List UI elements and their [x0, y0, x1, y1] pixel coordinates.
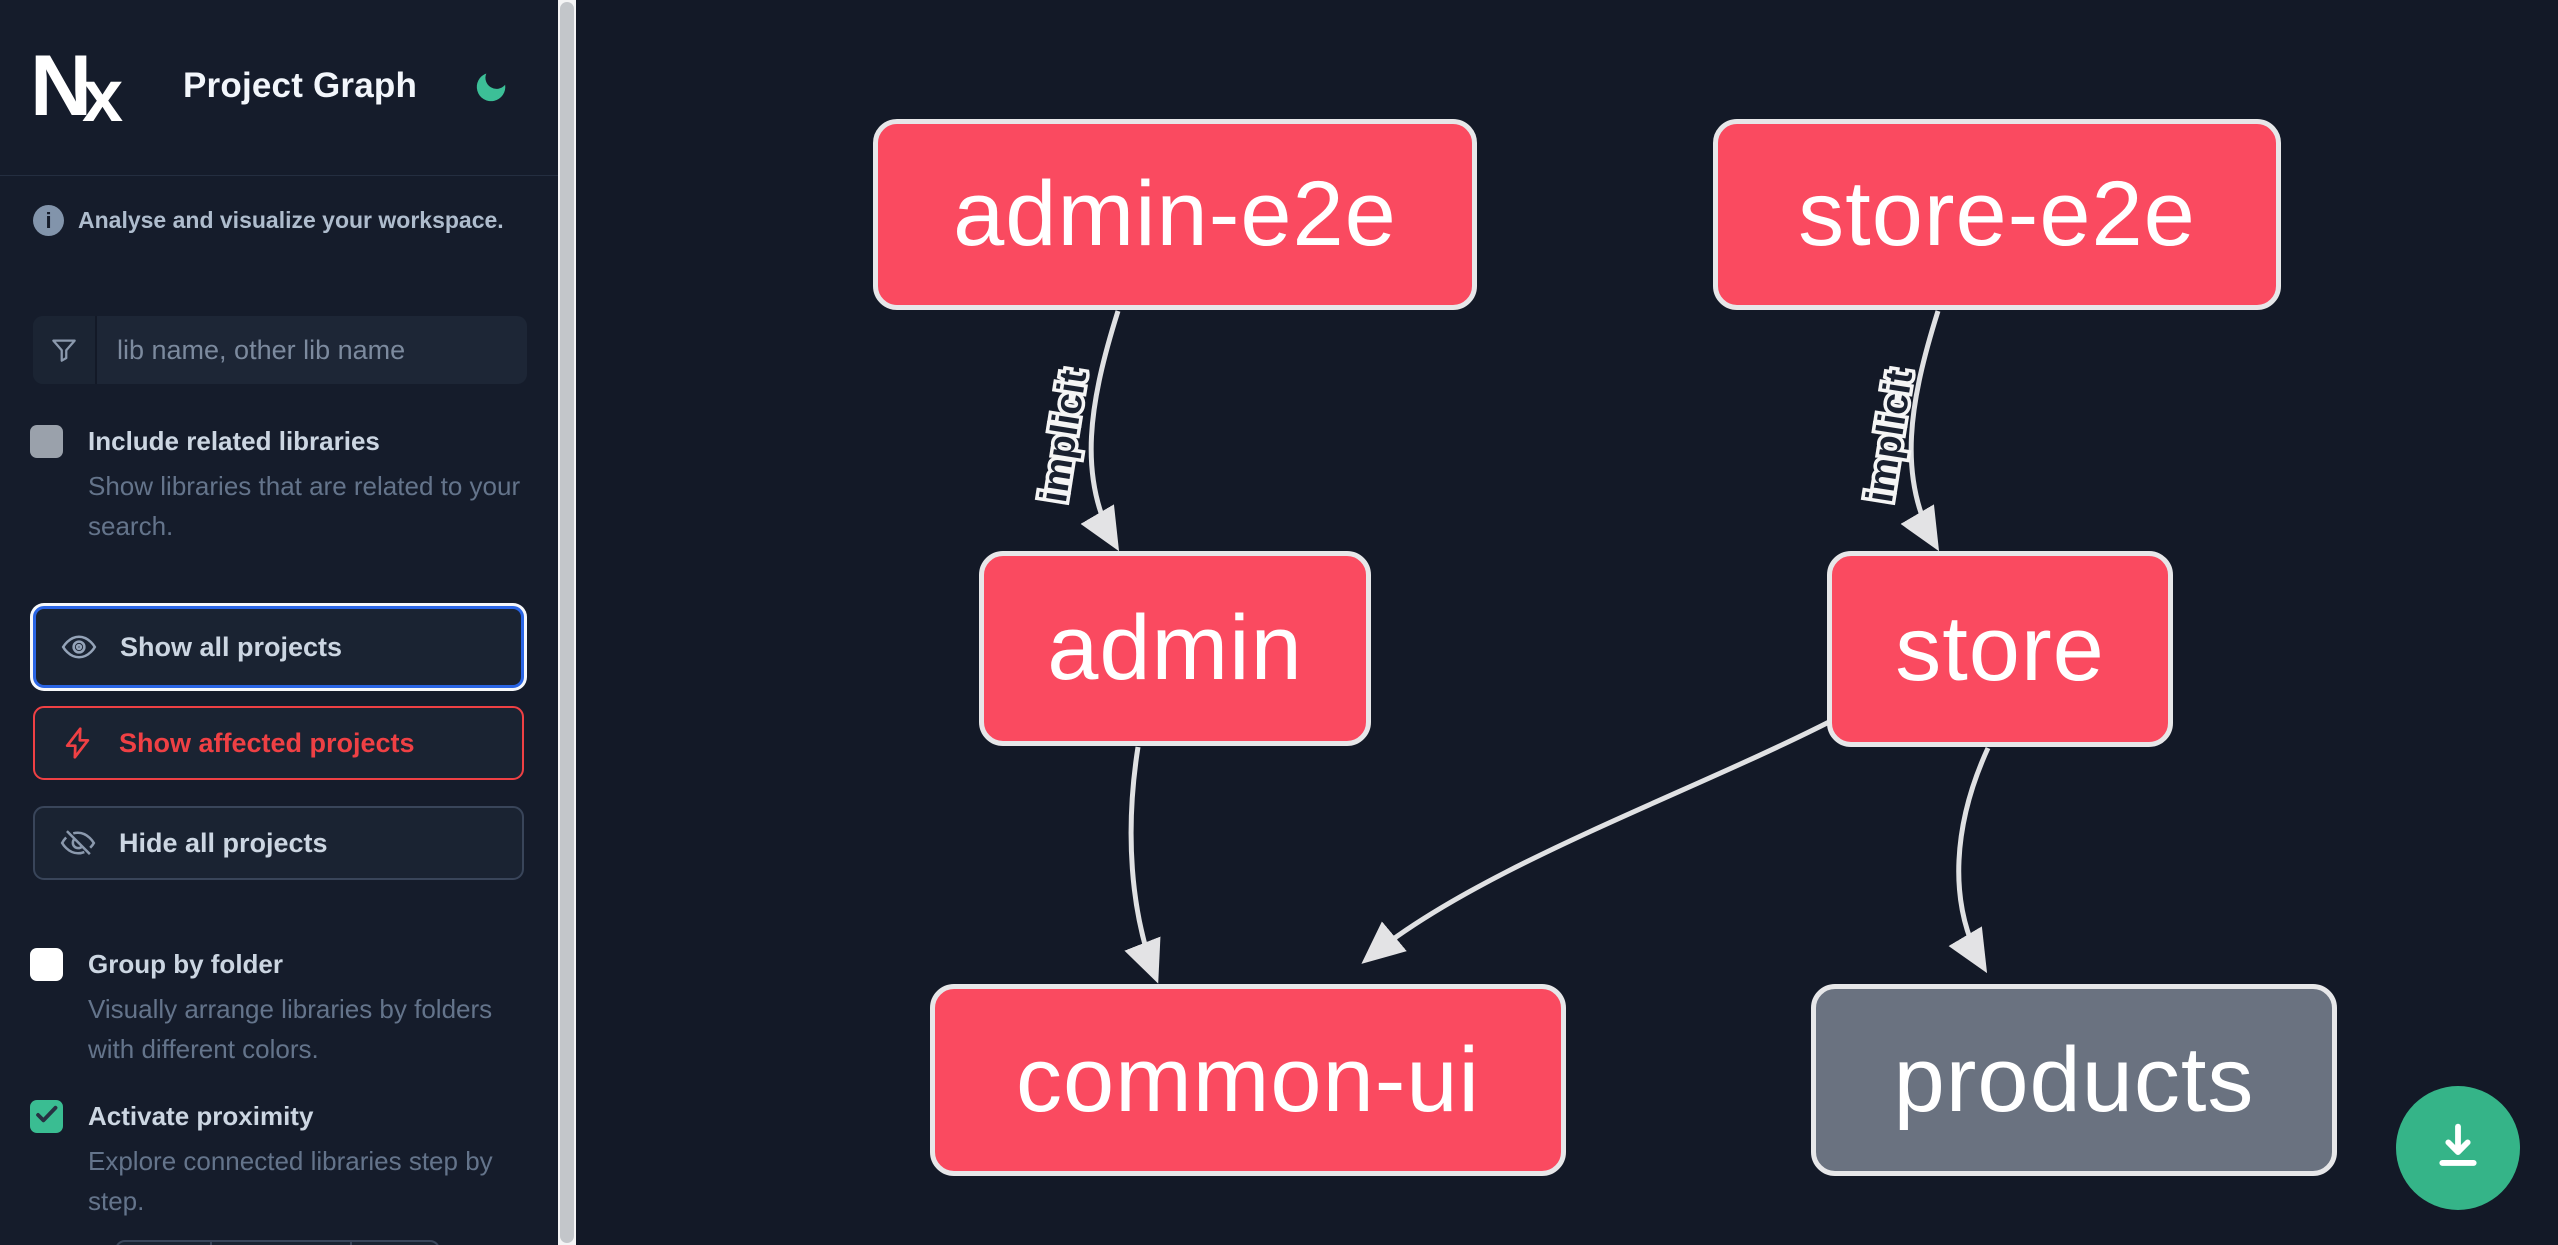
moon-icon[interactable] [472, 68, 510, 106]
option-include-related: Include related libraries Show libraries… [30, 423, 530, 546]
hide-all-projects-label: Hide all projects [119, 827, 328, 858]
graph-node-store-e2e[interactable]: store-e2e [1713, 119, 2281, 310]
search-input[interactable] [97, 316, 527, 384]
edge-store-e2e-to-store[interactable] [1900, 310, 1941, 552]
include-related-label: Include related libraries [88, 426, 380, 456]
node-label: admin-e2e [953, 163, 1397, 265]
filter-funnel-icon [33, 316, 97, 384]
node-label: admin [1047, 597, 1303, 699]
group-by-folder-label: Group by folder [88, 949, 283, 979]
edge-admin-to-common-ui[interactable] [1124, 746, 1161, 984]
graph-node-common-ui[interactable]: common-ui [930, 984, 1566, 1176]
node-label: store [1895, 597, 2105, 700]
check-icon [33, 1101, 60, 1133]
edge-store-to-common-ui[interactable] [1361, 717, 1835, 964]
node-label: products [1893, 1028, 2255, 1131]
show-all-projects-button[interactable]: Show all projects [33, 606, 524, 688]
option-activate-proximity: Activate proximity Explore connected lib… [30, 1098, 530, 1221]
nx-logo-letter: x [82, 54, 124, 137]
divider [0, 175, 558, 176]
activate-proximity-label: Activate proximity [88, 1101, 314, 1131]
download-icon [2429, 1117, 2487, 1180]
edge-label-implicit: implicit [1033, 367, 1095, 505]
include-related-checkbox[interactable] [30, 425, 63, 458]
sidebar-scrollbar[interactable] [558, 0, 576, 1245]
group-by-folder-description: Visually arrange libraries by folders wi… [88, 994, 493, 1064]
eye-off-icon [59, 824, 97, 862]
edge-admin-e2e-to-admin[interactable] [1080, 310, 1121, 552]
hide-all-projects-button[interactable]: Hide all projects [33, 806, 524, 880]
sidebar: N x Project Graph i Analyse and visualiz… [0, 0, 558, 1245]
intro-row: i Analyse and visualize your workspace. [33, 205, 533, 236]
node-label: common-ui [1015, 1028, 1480, 1131]
graph-node-store[interactable]: store [1827, 551, 2173, 747]
option-group-by-folder: Group by folder Visually arrange librari… [30, 946, 530, 1069]
download-image-button[interactable] [2396, 1086, 2520, 1210]
graph-node-products[interactable]: products [1811, 984, 2337, 1176]
nx-logo: N x [30, 38, 140, 137]
show-all-projects-label: Show all projects [120, 631, 343, 662]
page-title: Project Graph [183, 66, 418, 105]
eye-icon [60, 628, 98, 666]
depth-decrement-segment[interactable] [117, 1242, 212, 1245]
nx-logo-letter: N [30, 38, 92, 134]
search-box [33, 316, 527, 384]
node-label: store-e2e [1798, 163, 2196, 265]
sidebar-header: N x Project Graph [0, 0, 558, 175]
depth-value-segment [212, 1242, 352, 1245]
proximity-depth-control-partial[interactable] [115, 1240, 440, 1245]
graph-edges-layer: implicit implicit [1030, 310, 1991, 984]
graph-node-admin[interactable]: admin [979, 551, 1371, 746]
show-affected-projects-label: Show affected projects [119, 727, 415, 758]
info-icon: i [33, 205, 64, 236]
activate-proximity-description: Explore connected libraries step by step… [88, 1146, 493, 1216]
project-graph-canvas[interactable]: implicit implicit admin-e2e store-e2e ad… [576, 0, 2558, 1245]
intro-text: Analyse and visualize your workspace. [78, 207, 504, 233]
bolt-icon [59, 724, 97, 762]
show-affected-projects-button[interactable]: Show affected projects [33, 706, 524, 780]
edge-store-to-products[interactable] [1948, 746, 1991, 974]
activate-proximity-checkbox[interactable] [30, 1100, 63, 1133]
sidebar-scrollbar-thumb[interactable] [560, 2, 574, 1243]
graph-node-admin-e2e[interactable]: admin-e2e [873, 119, 1477, 310]
include-related-description: Show libraries that are related to your … [88, 471, 521, 541]
group-by-folder-checkbox[interactable] [30, 948, 63, 981]
